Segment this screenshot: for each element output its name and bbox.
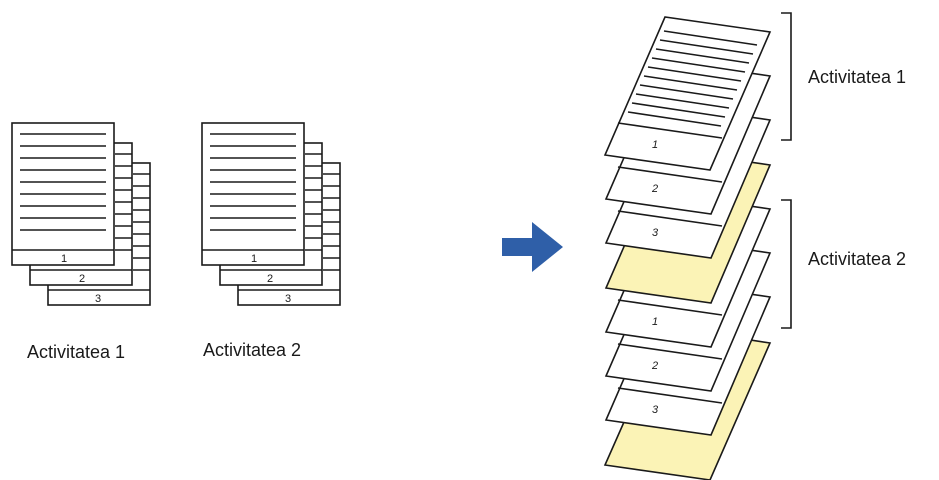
job1-out-page-2-number: 2 xyxy=(651,183,658,195)
job1-page-2-number: 2 xyxy=(79,273,85,285)
job2-out-page-1-number: 1 xyxy=(652,316,658,328)
job2-page-2-number: 2 xyxy=(267,273,273,285)
right-arrow-icon xyxy=(502,222,563,272)
job1-out-page-3-number: 3 xyxy=(652,227,659,239)
job1-page-1: 1 xyxy=(11,122,115,266)
job2-caption: Activitatea 2 xyxy=(203,340,302,360)
job2-out-page-2-number: 2 xyxy=(651,360,658,372)
output-stack: 3 2 1 3 2 xyxy=(603,16,772,480)
job2-page-1: 1 xyxy=(201,122,305,266)
job1-out-page-1: 1 xyxy=(603,16,772,171)
job2-out-page-3-number: 3 xyxy=(652,404,659,416)
job1-page-1-number: 1 xyxy=(61,253,67,265)
job2-output-label: Activitatea 2 xyxy=(808,249,907,269)
job1-page-3-number: 3 xyxy=(95,293,101,305)
job2-page-3-number: 3 xyxy=(285,293,291,305)
job1-stack: 3 2 xyxy=(11,122,151,306)
job1-bracket xyxy=(781,12,792,141)
job1-out-page-1-number: 1 xyxy=(652,139,658,151)
job1-output-label: Activitatea 1 xyxy=(808,67,907,87)
job2-stack: 3 2 xyxy=(201,122,341,306)
job2-bracket xyxy=(781,199,792,329)
job1-caption: Activitatea 1 xyxy=(27,342,126,362)
job2-page-1-number: 1 xyxy=(251,253,257,265)
